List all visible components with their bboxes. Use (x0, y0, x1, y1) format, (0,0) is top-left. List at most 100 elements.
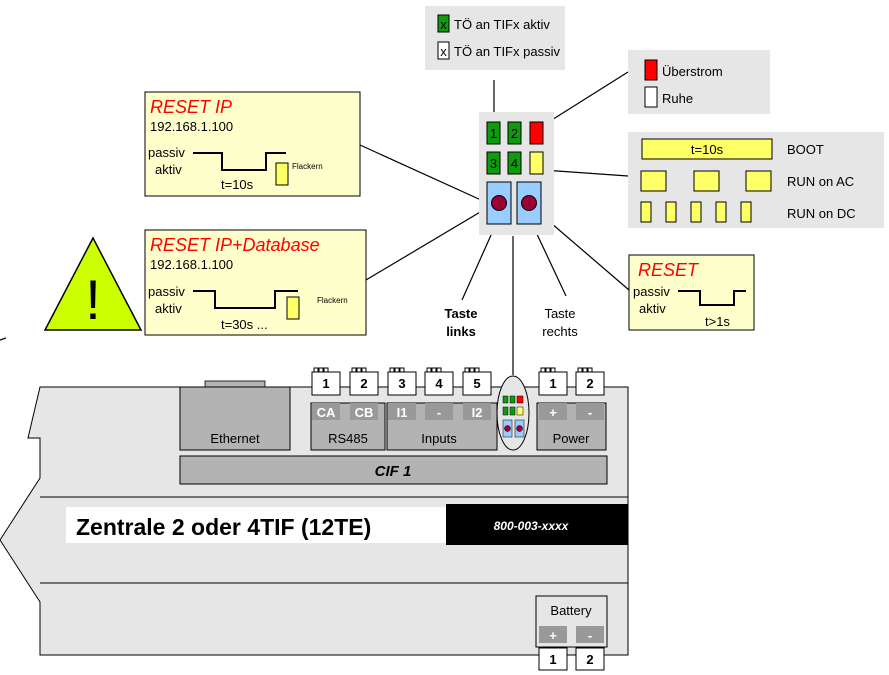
reset-ip-db-flicker: Flackern (317, 296, 348, 305)
terminal-1-sig: CA (317, 405, 336, 420)
terminal-3-screws (389, 367, 405, 372)
device-button-left[interactable] (504, 425, 511, 432)
led-4-label: 4 (511, 156, 518, 171)
reset-box: RESET passiv aktiv t>1s (628, 254, 755, 331)
reset-ip-box: RESET IP 192.168.1.100 passiv aktiv Flac… (144, 91, 361, 197)
reset-ip-db-title: RESET IP+Database (150, 235, 320, 255)
terminal-3-num: 3 (398, 376, 405, 391)
rs485-label: RS485 (328, 431, 368, 446)
terminal-1-num: 1 (322, 376, 329, 391)
warning-triangle (43, 236, 143, 331)
device-button-right[interactable] (516, 425, 523, 432)
reset-ip-db-aktiv: aktiv (155, 301, 182, 316)
battery-terminal-2-num: 2 (586, 652, 593, 667)
reset-ip-title: RESET IP (150, 97, 232, 117)
terminal-4-screws (426, 367, 442, 372)
reset-ip-flicker-led (275, 162, 289, 186)
edge-tick (0, 337, 7, 341)
led-2-label: 2 (511, 126, 518, 141)
legend-red-swatch (644, 59, 658, 81)
terminal-4-num: 4 (435, 376, 443, 391)
cif-label: CIF 1 (375, 463, 412, 480)
reset-ip-db-flicker-led (286, 296, 300, 320)
run-ac-label: RUN on AC (787, 174, 854, 189)
terminal-5-sig-bg (463, 403, 491, 420)
run-dc-block (740, 201, 752, 223)
reset-ip-address: 192.168.1.100 (150, 119, 233, 134)
run-ac-block (640, 170, 667, 192)
taste-links-line2: links (446, 324, 476, 339)
power-terminal-1-sig-bg (539, 403, 567, 420)
boot-bar (641, 138, 773, 160)
inputs-label: Inputs (421, 431, 457, 446)
led-3-label: 3 (490, 156, 497, 171)
led-panel: 1 2 3 4 (479, 112, 554, 235)
led-4 (507, 151, 522, 175)
power-label: Power (553, 431, 591, 446)
battery-terminal-1 (538, 647, 568, 671)
run-dc-block (690, 201, 702, 223)
terminal-3 (387, 371, 417, 396)
led-2 (507, 121, 522, 145)
terminal-2-sig: CB (355, 405, 374, 420)
legend-ueberstrom-label: Überstrom (662, 64, 723, 79)
reset-ip-db-passiv: passiv (148, 284, 185, 299)
battery-terminal-2-sig-bg (576, 626, 604, 643)
reset-ip-db-address: 192.168.1.100 (150, 257, 233, 272)
device-led-2 (509, 395, 516, 404)
terminal-5-sig: I2 (472, 405, 483, 420)
battery-label: Battery (550, 603, 592, 618)
reset-ip-time: t=10s (221, 177, 254, 192)
power-terminal-1-sig: + (549, 405, 557, 420)
button-right[interactable] (521, 195, 537, 211)
led-status (529, 151, 544, 175)
device-led-status (516, 406, 524, 416)
legend-to-passiv-label: TÖ an TIFx passiv (454, 44, 560, 59)
reset-time: t>1s (705, 314, 730, 329)
battery-terminal-1-num: 1 (549, 652, 556, 667)
reset-ip-aktiv: aktiv (155, 162, 182, 177)
boot-label: BOOT (787, 142, 824, 157)
terminal-5 (462, 371, 492, 396)
legend-to-green-swatch (437, 14, 450, 33)
terminal-4-sig: - (437, 405, 441, 420)
run-dc-block (665, 201, 677, 223)
terminal-2-screws (351, 367, 367, 372)
terminal-5-num: 5 (473, 376, 480, 391)
led-overcurrent (529, 121, 544, 145)
power-terminal-1-screws (540, 367, 556, 372)
terminal-5-screws (464, 367, 480, 372)
battery-block: Battery + - 1 2 (535, 595, 608, 671)
warning-mark: ! (85, 268, 101, 331)
cif-slot (179, 455, 608, 485)
terminal-3-sig-bg (388, 403, 416, 420)
taste-rechts-line1: Taste (544, 306, 575, 321)
reset-title: RESET (638, 260, 700, 280)
terminal-1-screws (313, 367, 329, 372)
terminal-3-sig: I1 (397, 405, 408, 420)
legend-to-aktiv-label: TÖ an TIFx aktiv (454, 17, 550, 32)
line-reset-ip-db (365, 204, 493, 281)
battery-terminal-2-sig: - (588, 628, 592, 643)
battery-terminal-2 (575, 647, 605, 671)
part-no-plate (446, 504, 628, 545)
run-dc-block (715, 201, 727, 223)
taste-links-line1: Taste (445, 306, 478, 321)
terminal-4 (424, 371, 454, 396)
device-name-plate (66, 507, 446, 543)
button-left[interactable] (491, 195, 507, 211)
run-dc-label: RUN on DC (787, 206, 856, 221)
battery-terminal-1-sig: + (549, 628, 557, 643)
reset-passiv: passiv (633, 284, 670, 299)
boot-bar-label: t=10s (691, 142, 724, 157)
led-1-label: 1 (490, 126, 497, 141)
terminal-2-num: 2 (360, 376, 367, 391)
terminal-4-sig-bg (425, 403, 453, 420)
power-terminal-1 (538, 371, 568, 396)
rs485-block: 1 CA 2 CB RS485 (310, 367, 386, 451)
reset-ip-db-box: RESET IP+Database 192.168.1.100 passiv a… (144, 229, 367, 336)
led-1 (486, 121, 501, 145)
power-terminal-2 (575, 371, 605, 396)
run-ac-block (745, 170, 772, 192)
